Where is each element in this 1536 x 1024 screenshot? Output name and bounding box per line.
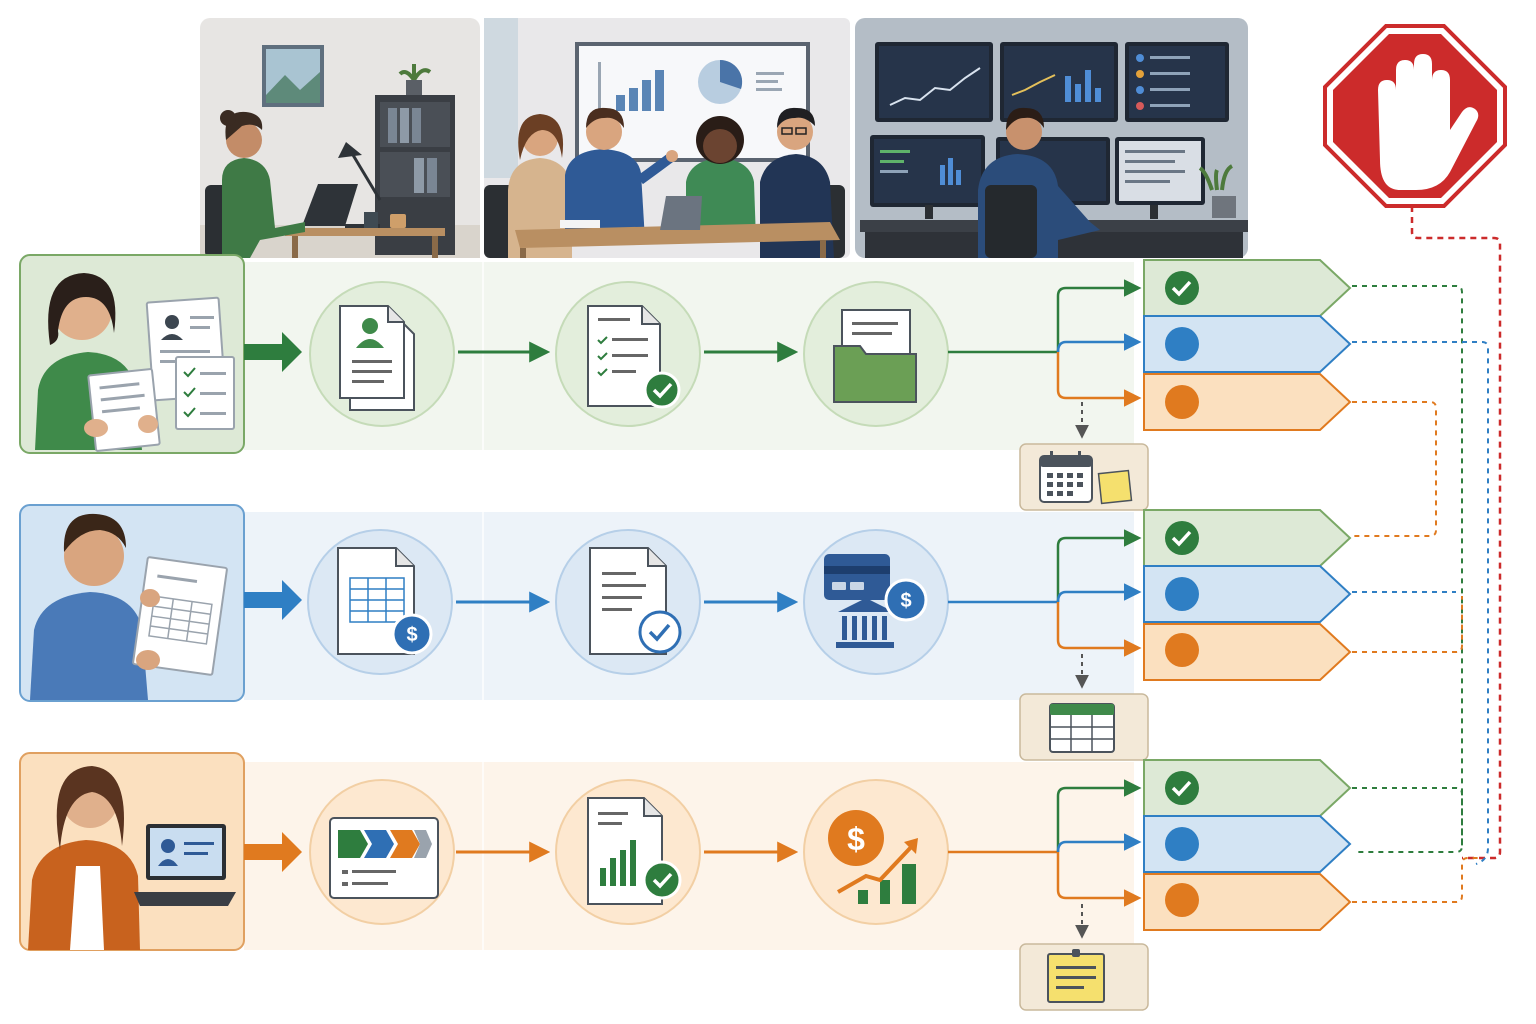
step-3-bank-payment: $ <box>803 529 949 675</box>
person-with-spreadsheet-icon <box>19 504 245 702</box>
svg-text:$: $ <box>406 624 417 646</box>
document-folder-icon <box>833 309 917 403</box>
approved-check-icon <box>1165 271 1199 305</box>
approved-check-icon <box>1165 521 1199 555</box>
notepad-icon <box>1047 949 1105 1003</box>
process-roadmap-icon <box>329 817 439 899</box>
stop-sign <box>1323 24 1507 208</box>
calendar-icon <box>1039 451 1093 503</box>
outcome-approved-green <box>1143 509 1352 567</box>
orange-status-dot-icon <box>1165 633 1199 667</box>
approved-check-icon <box>1165 771 1199 805</box>
home-office-scene <box>200 18 480 258</box>
outcome-orange-status <box>1143 873 1352 931</box>
outcome-blue-status <box>1143 815 1352 873</box>
step-3-revenue-growth: $ <box>803 779 949 925</box>
svg-text:$: $ <box>847 821 865 857</box>
person-with-documents-icon <box>19 254 245 454</box>
blue-status-dot-icon <box>1165 577 1199 611</box>
notepad-card <box>1019 943 1149 1011</box>
checklist-approved-icon <box>587 305 681 409</box>
orange-status-dot-icon <box>1165 883 1199 917</box>
blue-status-dot-icon <box>1165 327 1199 361</box>
lane-orange: $ <box>19 752 1480 1011</box>
stop-hand-icon <box>1378 54 1479 190</box>
table-icon <box>1049 703 1115 753</box>
document-verified-icon <box>589 547 682 655</box>
revenue-growth-icon: $ <box>828 810 918 904</box>
outcome-approved-green <box>1143 759 1352 817</box>
outcome-orange-status <box>1143 373 1352 431</box>
outcome-approved-green <box>1143 259 1352 317</box>
step-2-report-chart-approved <box>555 779 701 925</box>
lane-blue: $ $ <box>19 504 1463 761</box>
outcome-blue-status <box>1143 315 1352 373</box>
outcome-blue-status <box>1143 565 1352 623</box>
lane-green <box>19 254 1489 865</box>
step-3-document-folder <box>803 281 949 427</box>
blue-status-dot-icon <box>1165 827 1199 861</box>
table-card <box>1019 693 1149 761</box>
meeting-scene <box>484 18 850 258</box>
orange-status-dot-icon <box>1165 385 1199 419</box>
svg-text:$: $ <box>900 590 911 612</box>
outcome-orange-status <box>1143 623 1352 681</box>
spreadsheet-dollar-icon: $ <box>337 547 433 655</box>
bank-payment-icon: $ <box>824 554 928 648</box>
step-1-process-roadmap <box>309 779 455 925</box>
stop-connector-line <box>1410 206 1502 860</box>
step-2-document-verified <box>555 529 701 675</box>
profile-document-icon <box>339 305 415 411</box>
step-1-profile-document <box>309 281 455 427</box>
step-2-checklist-approved <box>555 281 701 427</box>
calendar-note-card <box>1019 443 1149 511</box>
person-with-laptop-icon <box>19 752 245 951</box>
sticky-note-icon <box>1097 469 1133 505</box>
step-1-spreadsheet-dollar: $ <box>307 529 453 675</box>
report-chart-approved-icon <box>587 797 682 905</box>
control-room-scene <box>855 18 1248 258</box>
